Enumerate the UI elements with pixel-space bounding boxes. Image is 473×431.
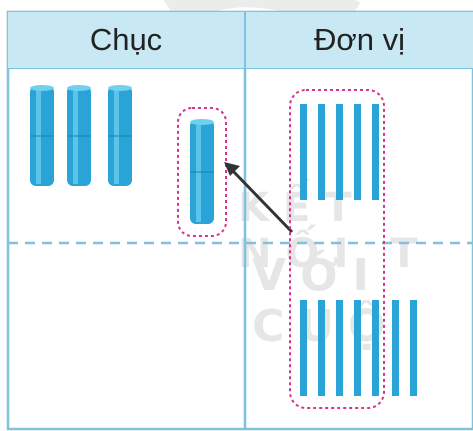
unit-stick (354, 104, 361, 200)
unit-stick (354, 300, 361, 396)
unit-sticks-upper (300, 104, 379, 200)
unit-stick (336, 104, 343, 200)
header-units: Đơn vị (246, 12, 473, 68)
unit-stick (300, 104, 307, 200)
unit-stick (300, 300, 307, 396)
watermark-line-1: KẾT NỐI T (238, 185, 432, 277)
new-ten-highlight (177, 107, 227, 237)
tens-rod-group (30, 85, 132, 186)
regroup-arrow (224, 162, 294, 234)
unit-sticks-lower (300, 300, 417, 396)
header-tens-label: Chục (89, 22, 163, 57)
tens-rod (30, 85, 54, 186)
header-units-label: Đơn vị (314, 22, 405, 57)
tens-rod (108, 85, 132, 186)
tens-rod (67, 85, 91, 186)
header-tens: Chục (8, 12, 244, 68)
unit-stick (410, 300, 417, 396)
unit-stick (372, 300, 379, 396)
new-tens-rod (190, 119, 214, 224)
unit-stick (318, 104, 325, 200)
ten-units-highlight (289, 89, 385, 409)
unit-stick (372, 104, 379, 200)
watermark-arc (163, 0, 361, 38)
unit-stick (392, 300, 399, 396)
table-border (6, 10, 473, 431)
unit-stick (336, 300, 343, 396)
unit-stick (318, 300, 325, 396)
